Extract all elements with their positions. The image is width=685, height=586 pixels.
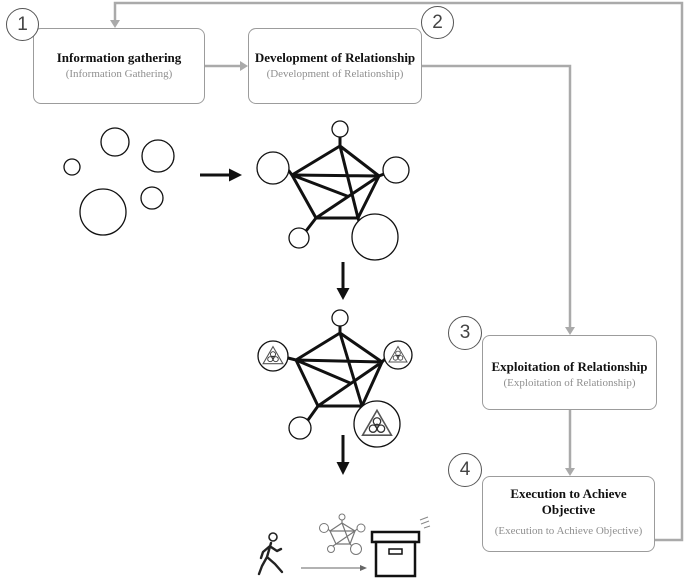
- walking-person-icon: [257, 532, 284, 576]
- arrowhead-into-step-2: [240, 61, 248, 71]
- step-number-badge: 4: [448, 453, 482, 487]
- exfiltration-arrow: [301, 565, 367, 571]
- arrow-right-head: [229, 168, 242, 182]
- archive-box-icon: [370, 516, 431, 578]
- network-node: [382, 156, 410, 184]
- connector-step-2-to-3: [422, 64, 572, 328]
- step-subtitle: (Information Gathering): [65, 68, 173, 80]
- step-subtitle: (Development of Relationship): [266, 68, 404, 80]
- mini-network-icon: [319, 513, 366, 555]
- arrowhead-into-step-4: [565, 468, 575, 476]
- step-title: Information gathering: [56, 50, 182, 65]
- step-box-exploitation-of-relationship: Exploitation of Relationship (Exploitati…: [482, 335, 657, 410]
- network-node-links: [286, 324, 387, 422]
- process-connectors: [110, 1, 684, 542]
- mini-network-outline: [329, 522, 356, 545]
- arrowhead-into-step-3: [565, 327, 575, 335]
- network-node: [288, 416, 312, 440]
- step-title: Execution to Achieve Objective: [510, 486, 627, 517]
- archive-label: [388, 548, 403, 555]
- scattered-circles-icon: [63, 127, 175, 236]
- mini-network-node: [338, 513, 346, 521]
- network-outline: [290, 144, 381, 220]
- target-node: [79, 188, 127, 236]
- arrow-down-1-head: [336, 288, 350, 300]
- mini-network-node: [356, 523, 366, 533]
- step-number-badge: 3: [448, 316, 482, 350]
- mini-network-node: [327, 545, 335, 553]
- network-node: [331, 309, 349, 327]
- mini-network-links: [327, 520, 358, 547]
- network-node: [256, 151, 290, 185]
- illustration-arrows: [200, 168, 350, 475]
- target-node: [140, 186, 164, 210]
- archive-lid: [370, 530, 421, 544]
- network-node: [288, 227, 310, 249]
- target-node: [63, 158, 81, 176]
- step-subtitle: (Execution to Achieve Objective): [494, 525, 643, 537]
- network-inner-links: [294, 331, 384, 408]
- archive-motion-lines: [419, 516, 431, 529]
- step-box-execution-to-achieve-objective: Execution to Achieve Objective (Executio…: [482, 476, 655, 552]
- network-node-links: [287, 135, 386, 233]
- feedback-loop-connector: [113, 1, 684, 542]
- step-number-badge: 2: [421, 6, 454, 39]
- exfiltration-arrow-head: [360, 565, 367, 571]
- step-subtitle: (Exploitation of Relationship): [503, 377, 636, 389]
- network-node: [351, 213, 399, 261]
- step-title: Exploitation of Relationship: [491, 359, 648, 374]
- target-node: [141, 139, 175, 173]
- mini-network-node: [319, 523, 329, 533]
- arrowhead-into-step-1: [110, 20, 120, 28]
- network-node: [331, 120, 349, 138]
- archive-body: [374, 540, 417, 578]
- step-box-development-of-relationship: Development of Relationship (Development…: [248, 28, 422, 104]
- person-head: [268, 532, 278, 542]
- step-box-information-gathering: Information gathering (Information Gathe…: [33, 28, 205, 104]
- network-inner-links: [290, 144, 381, 220]
- arrow-down-2-head: [336, 462, 350, 475]
- step-number-badge: 1: [6, 8, 39, 41]
- network-icon: [256, 120, 410, 261]
- infected-network-icon: [257, 309, 413, 448]
- network-outline: [294, 331, 384, 408]
- person-body: [257, 541, 284, 576]
- step-title: Development of Relationship: [254, 50, 416, 65]
- target-node: [100, 127, 130, 157]
- mini-network-node: [350, 543, 362, 555]
